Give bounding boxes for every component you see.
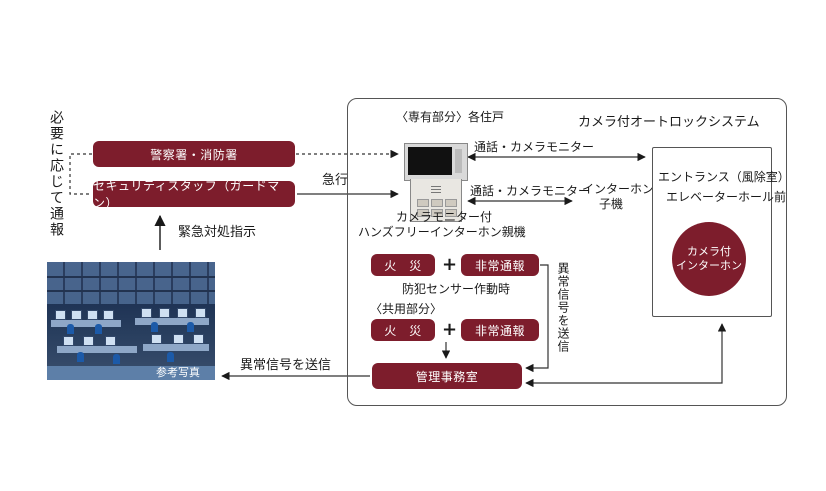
report-abnormal-label: 異常信号を送信	[240, 358, 332, 373]
intercom-master-unit	[404, 143, 468, 222]
intercom-slave-label-2: 子機	[599, 197, 624, 211]
plus-sign-shared: +	[442, 319, 458, 340]
management-office-label: 管理事務室	[415, 369, 479, 384]
security-staff-box: セキュリティスタッフ（ガードマン）	[93, 179, 295, 210]
entrance-label-2: エレベーターホール前	[666, 190, 787, 204]
entrance-frame	[652, 147, 772, 317]
emergency-instruction-label: 緊急対処指示	[178, 225, 257, 240]
fire-box: 火 災	[371, 254, 435, 276]
security-staff-label: セキュリティスタッフ（ガードマン）	[93, 179, 280, 210]
call-monitor-label-1: 通話・カメラモニター	[474, 140, 595, 154]
private-area-label: 〈専有部分〉各住戸	[396, 110, 505, 124]
notify-bracket	[69, 153, 92, 195]
abnormal-signal-vertical-label: 異常信号を送信	[556, 262, 570, 353]
shared-area-label: 〈共用部分〉	[370, 302, 443, 316]
camera-intercom-label-1: カメラ付	[687, 245, 731, 258]
plus-sign: +	[442, 254, 458, 275]
management-office-box: 管理事務室	[372, 363, 522, 389]
camera-intercom-label-2: インターホン	[676, 259, 742, 272]
emergency-label: 非常通報	[474, 258, 525, 273]
call-monitor-label-2: 通話・カメラモニター	[470, 184, 591, 198]
photo-caption: 参考写真	[156, 366, 200, 379]
autolock-system-frame	[347, 98, 787, 406]
police-fire-box: 警察署・消防署	[93, 141, 295, 167]
intercom-slave-label-1: インターホン	[582, 182, 655, 196]
fire-label: 火 災	[384, 258, 422, 273]
notify-as-needed-label: 必要に応じて通報	[48, 110, 64, 238]
dispatch-label: 急行	[322, 173, 349, 188]
emergency-label-shared: 非常通報	[474, 323, 525, 338]
sensor-label: 防犯センサー作動時	[402, 282, 511, 296]
entrance-label-1: エントランス（風除室）	[658, 170, 790, 184]
police-fire-label: 警察署・消防署	[150, 147, 238, 162]
office-entrance-arrow	[525, 323, 727, 388]
fire-box-shared: 火 災	[371, 319, 435, 341]
master-unit-label-1: カメラモニター付	[396, 210, 493, 224]
control-center-photo	[47, 262, 215, 380]
emergency-box-shared: 非常通報	[461, 319, 539, 341]
emergency-box: 非常通報	[461, 254, 539, 276]
camera-intercom: カメラ付 インターホン	[672, 222, 746, 296]
system-title: カメラ付オートロックシステム	[578, 115, 760, 130]
fire-label-shared: 火 災	[384, 323, 422, 338]
master-unit-label-2: ハンズフリーインターホン親機	[358, 225, 526, 239]
